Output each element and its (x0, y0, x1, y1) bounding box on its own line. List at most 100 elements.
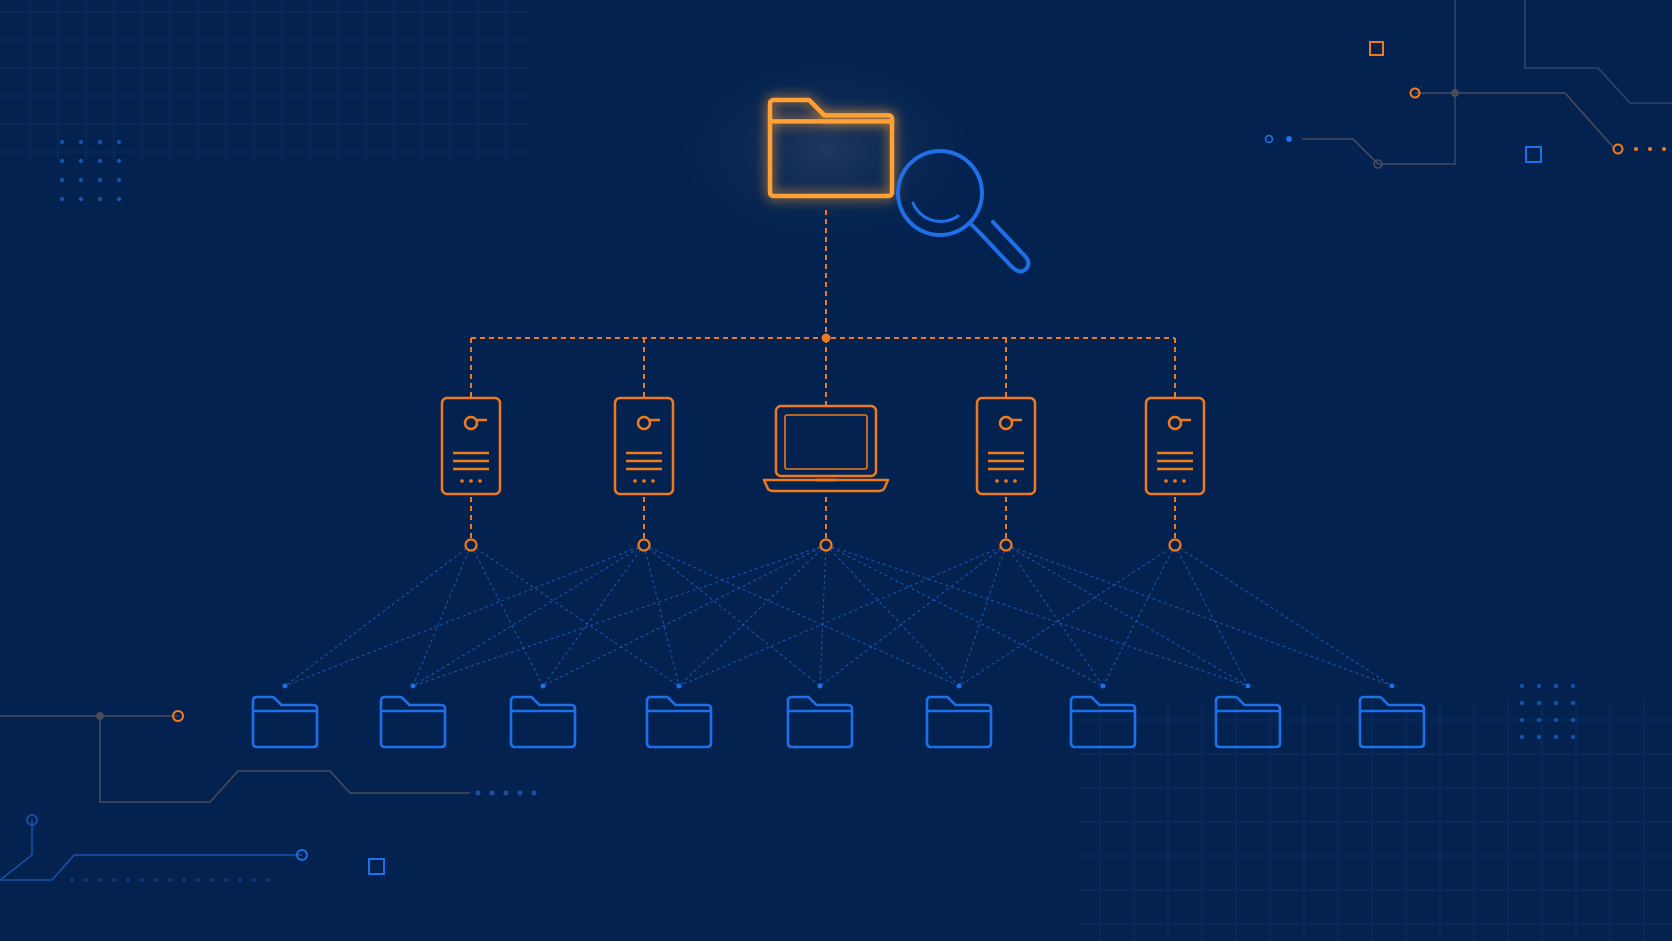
dot-matrix-right (1519, 683, 1576, 740)
mesh-line (412, 544, 645, 687)
mesh-line (284, 544, 645, 687)
folder-outline (251, 695, 319, 749)
folder-outline (1069, 695, 1137, 749)
server-led (1004, 479, 1008, 483)
circuit-trace (99, 716, 470, 803)
dot (475, 790, 481, 796)
folder-icon (645, 695, 713, 749)
folder-icon (1358, 695, 1426, 749)
mesh-line (1005, 544, 1104, 687)
folder-icon (767, 97, 895, 199)
mesh-line (825, 544, 960, 687)
dot (1570, 734, 1576, 740)
mesh-line (470, 544, 544, 687)
node-ring (1612, 143, 1624, 155)
mesh-anchor-dot (1100, 683, 1106, 689)
folder-outline (1214, 695, 1282, 749)
hierarchy-connectors (464, 210, 1182, 552)
dot (1519, 717, 1525, 723)
dot-row (475, 790, 537, 796)
dot (1662, 147, 1666, 151)
magnifier-shine (911, 201, 960, 223)
square-marker (368, 858, 385, 875)
dot (1519, 683, 1525, 689)
server-led (478, 479, 482, 483)
node-ring (1373, 159, 1383, 169)
dot (1553, 717, 1559, 723)
dot (78, 177, 84, 183)
folder-outline (925, 695, 993, 749)
dot (1634, 147, 1638, 151)
dot (97, 139, 103, 145)
server-case (613, 396, 675, 496)
tier-joint (819, 538, 833, 552)
server-led (460, 479, 464, 483)
server-led (642, 479, 646, 483)
node-dot (1286, 136, 1292, 142)
dot (70, 878, 74, 882)
folder-icon (1214, 695, 1282, 749)
circuit-trace (1302, 138, 1455, 165)
dot (59, 196, 65, 202)
mesh-line (542, 544, 827, 687)
dot (531, 790, 537, 796)
mesh-anchor-dot (282, 683, 288, 689)
folder-outline (379, 695, 447, 749)
mesh-anchor-dot (540, 683, 546, 689)
folder-outline (509, 695, 577, 749)
mesh-line (825, 544, 1249, 687)
dot (116, 139, 122, 145)
mesh-anchor-dot (1245, 683, 1251, 689)
dot (116, 196, 122, 202)
magnifier-lens (896, 149, 984, 237)
mesh-anchor-dot (1389, 683, 1395, 689)
dot (1570, 700, 1576, 706)
mesh-line (958, 544, 1007, 687)
mesh-line (284, 544, 472, 687)
node-ring (296, 849, 308, 861)
dot (84, 878, 88, 882)
node-dot (96, 712, 104, 720)
laptop-screen (774, 404, 878, 478)
dot (503, 790, 509, 796)
dot (266, 878, 270, 882)
mesh-line (958, 544, 1176, 687)
circuit-trace (0, 820, 33, 881)
mesh-line (678, 544, 827, 687)
dot (1570, 683, 1576, 689)
laptop-base (762, 478, 890, 493)
folder-icon (925, 695, 993, 749)
grid-bottom-right (1080, 700, 1672, 941)
dot (1536, 700, 1542, 706)
server-led (1173, 479, 1177, 483)
root-folder (767, 97, 895, 199)
dot-matrix-left (59, 139, 122, 202)
server-led (651, 479, 655, 483)
dot (1570, 717, 1576, 723)
dot-row (70, 878, 270, 882)
dot (59, 177, 65, 183)
dot (182, 878, 186, 882)
circuit-trace (1524, 0, 1672, 104)
dot (196, 878, 200, 882)
mesh-line (678, 544, 1007, 687)
dot (210, 878, 214, 882)
tier-joint (999, 538, 1013, 552)
server-badge (998, 415, 1014, 431)
dot (78, 139, 84, 145)
mesh-line (643, 544, 821, 687)
tier-joint (1168, 538, 1182, 552)
dot (97, 158, 103, 164)
dot (1536, 734, 1542, 740)
server-case (440, 396, 502, 496)
server-icon (440, 396, 502, 496)
mesh-anchor-dot (676, 683, 682, 689)
server-icon (613, 396, 675, 496)
mesh-line (1174, 544, 1393, 687)
dot (517, 790, 523, 796)
dot (97, 177, 103, 183)
dot (1519, 700, 1525, 706)
